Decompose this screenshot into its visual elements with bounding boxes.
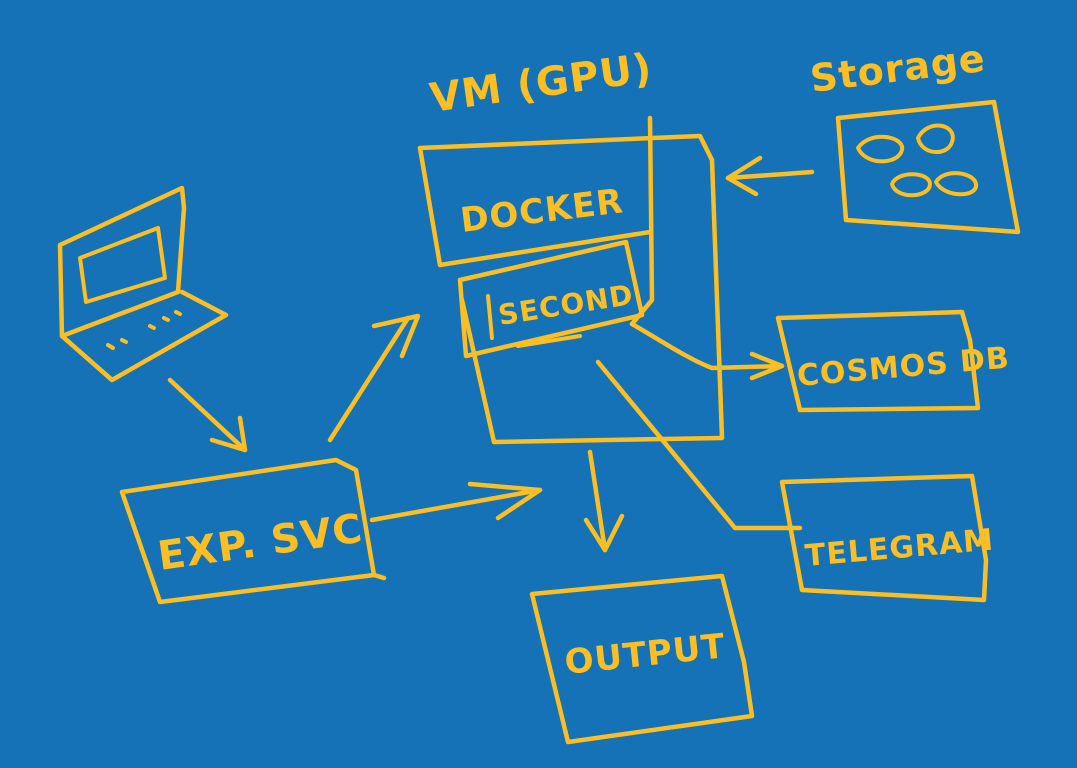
storage-box (835, 99, 1021, 235)
telegram-label: TELEGRAM (804, 523, 996, 574)
exp-svc-box: EXP. SVC (119, 457, 387, 605)
arrow-laptop-to-exp-svc (167, 377, 248, 453)
storage-blob-icon (856, 123, 978, 198)
arrow-second-to-cosmosdb (629, 321, 785, 381)
vm-gpu-label: VM (GPU) (427, 45, 655, 122)
exp-svc-label: EXP. SVC (155, 506, 366, 580)
telegram-box: TELEGRAM (779, 473, 996, 603)
cosmosdb-label: COSMOS DB (796, 341, 1012, 394)
docker-label: DOCKER (458, 181, 625, 241)
cosmosdb-box: COSMOS DB (775, 309, 1012, 413)
second-label: SECOND (496, 278, 636, 332)
output-label: OUTPUT (563, 626, 728, 683)
laptop-icon (57, 185, 229, 383)
line-second-to-telegram (595, 359, 803, 531)
arrow-storage-to-vm (725, 155, 815, 197)
arrow-exp-svc-to-vm (327, 313, 421, 443)
arrow-exp-svc-to-center (369, 481, 543, 523)
arrow-vm-to-output (583, 449, 625, 553)
output-box: OUTPUT (529, 573, 755, 745)
storage-label: Storage (808, 36, 988, 101)
